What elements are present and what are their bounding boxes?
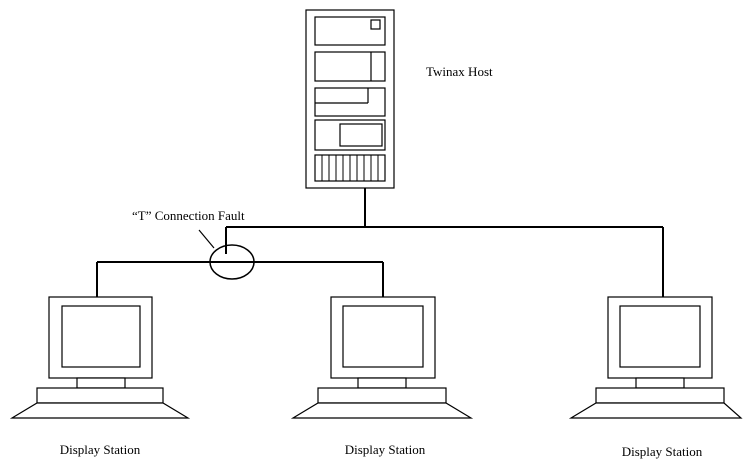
display-station-1-label: Display Station xyxy=(60,442,141,457)
t-connection-fault-circle xyxy=(209,244,255,280)
twinax-host-label: Twinax Host xyxy=(426,64,493,79)
twinax-cabling xyxy=(96,188,664,297)
display-station-1-icon xyxy=(9,296,191,419)
display-station-2-label: Display Station xyxy=(345,442,426,457)
display-station-3-icon xyxy=(568,296,743,419)
twinax-host-icon xyxy=(305,9,395,189)
display-station-3-label: Display Station xyxy=(622,444,703,459)
display-station-2-icon xyxy=(290,296,474,419)
fault-pointer-line xyxy=(198,229,215,249)
t-connection-fault-label: “T” Connection Fault xyxy=(132,208,245,223)
